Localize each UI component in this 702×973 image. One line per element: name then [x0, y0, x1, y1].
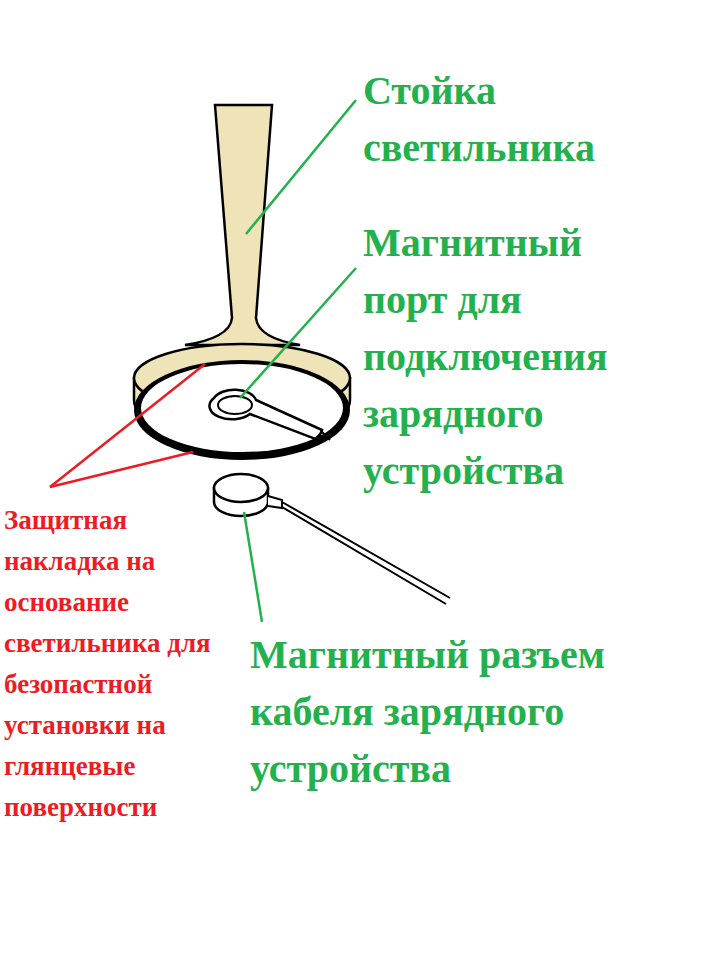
part-label: Магнитный порт для подключения зарядного…	[363, 214, 663, 499]
leader-line	[244, 512, 262, 622]
base-underside	[141, 364, 343, 452]
magnetic-port	[209, 390, 322, 440]
connector-neck	[268, 496, 282, 508]
note-label: Защитная накладка на основание светильни…	[4, 500, 226, 828]
lamp-stand	[185, 105, 300, 345]
part-label: Магнитный разъем кабеля зарядного устрой…	[250, 626, 690, 797]
port-contact	[218, 396, 252, 414]
leader-line	[240, 268, 356, 398]
part-label: Стойка светильника	[363, 62, 693, 176]
rim-notch	[314, 432, 330, 440]
leader-line	[50, 364, 205, 487]
connector-face	[214, 474, 268, 502]
leader-line	[246, 100, 356, 234]
protective-pad	[134, 360, 350, 460]
leader-line	[50, 452, 193, 487]
charger-cable	[282, 502, 450, 604]
